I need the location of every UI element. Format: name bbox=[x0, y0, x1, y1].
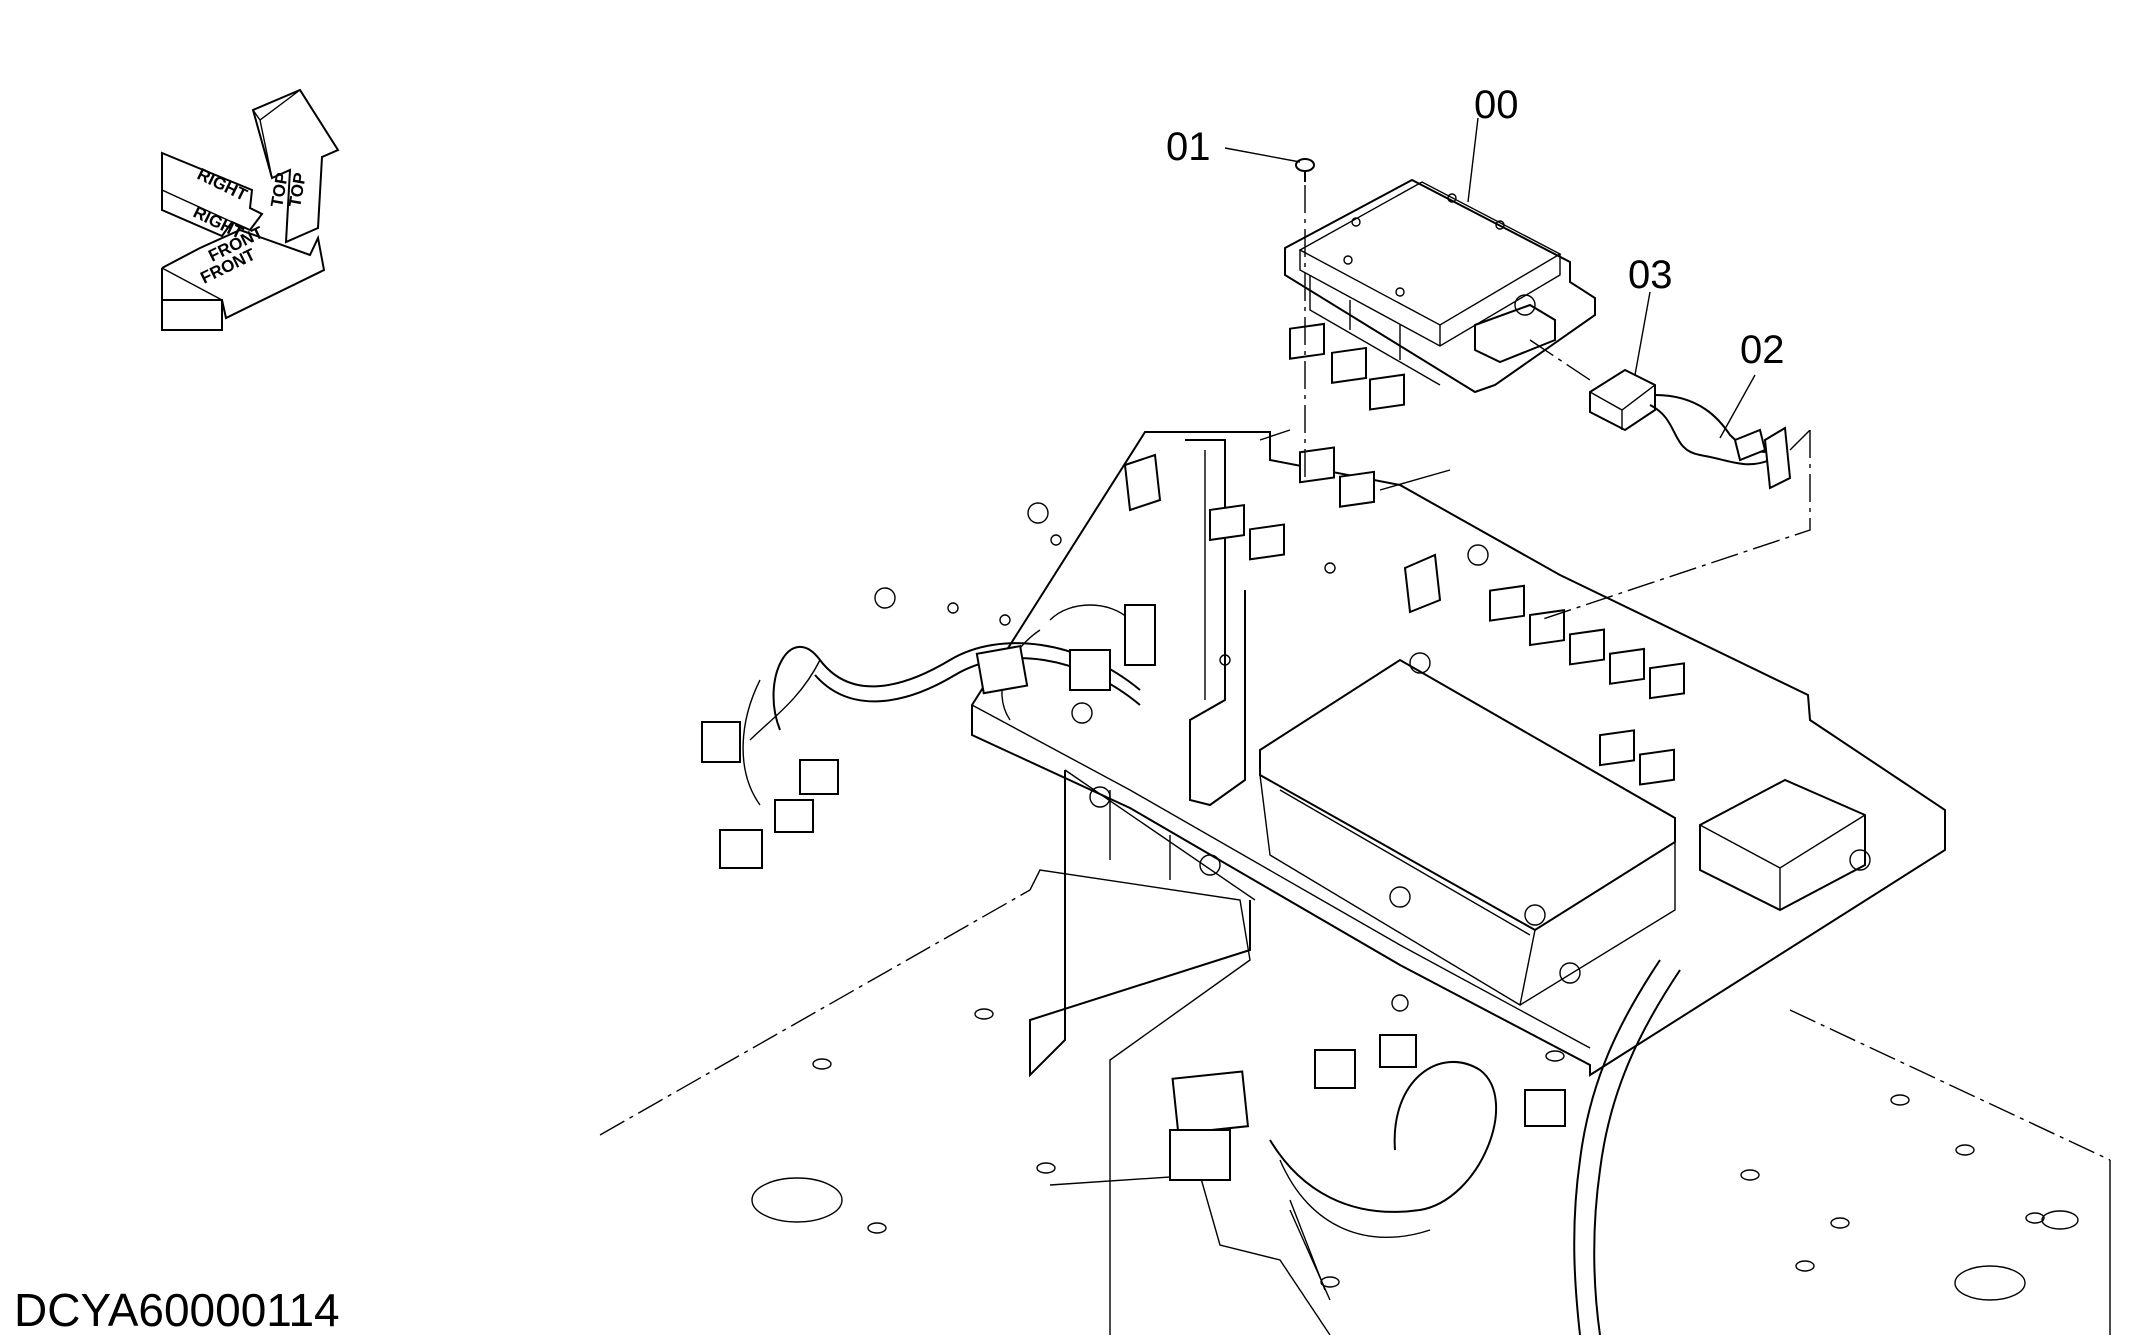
callout-02: 02 bbox=[1740, 328, 1785, 372]
orientation-right-label-mirror: RIGHT bbox=[194, 165, 250, 206]
orientation-indicator: TOP TOP RIGHT RIGHT FRONT FRONT bbox=[161, 88, 340, 331]
callout-03: 03 bbox=[1628, 253, 1673, 297]
panel-bolts bbox=[874, 502, 1871, 1012]
floor-plate bbox=[599, 869, 2111, 1335]
connector-and-harness bbox=[1589, 368, 1792, 490]
floor-holes bbox=[812, 1008, 2045, 1288]
screw bbox=[1295, 158, 1315, 182]
assembly-lines bbox=[1304, 185, 1811, 621]
wire-harness-bottom bbox=[1169, 959, 1681, 1335]
callout-00: 00 bbox=[1474, 83, 1519, 127]
callout-leaders bbox=[1224, 117, 1756, 1301]
drawing-id: DCYA60000114 bbox=[14, 1284, 340, 1336]
wire-harness-left bbox=[701, 604, 1156, 869]
controller-unit bbox=[1284, 178, 1596, 394]
relay-blocks bbox=[1209, 322, 1685, 786]
relay-panel bbox=[874, 322, 1946, 1078]
callout-01: 01 bbox=[1166, 125, 1211, 169]
